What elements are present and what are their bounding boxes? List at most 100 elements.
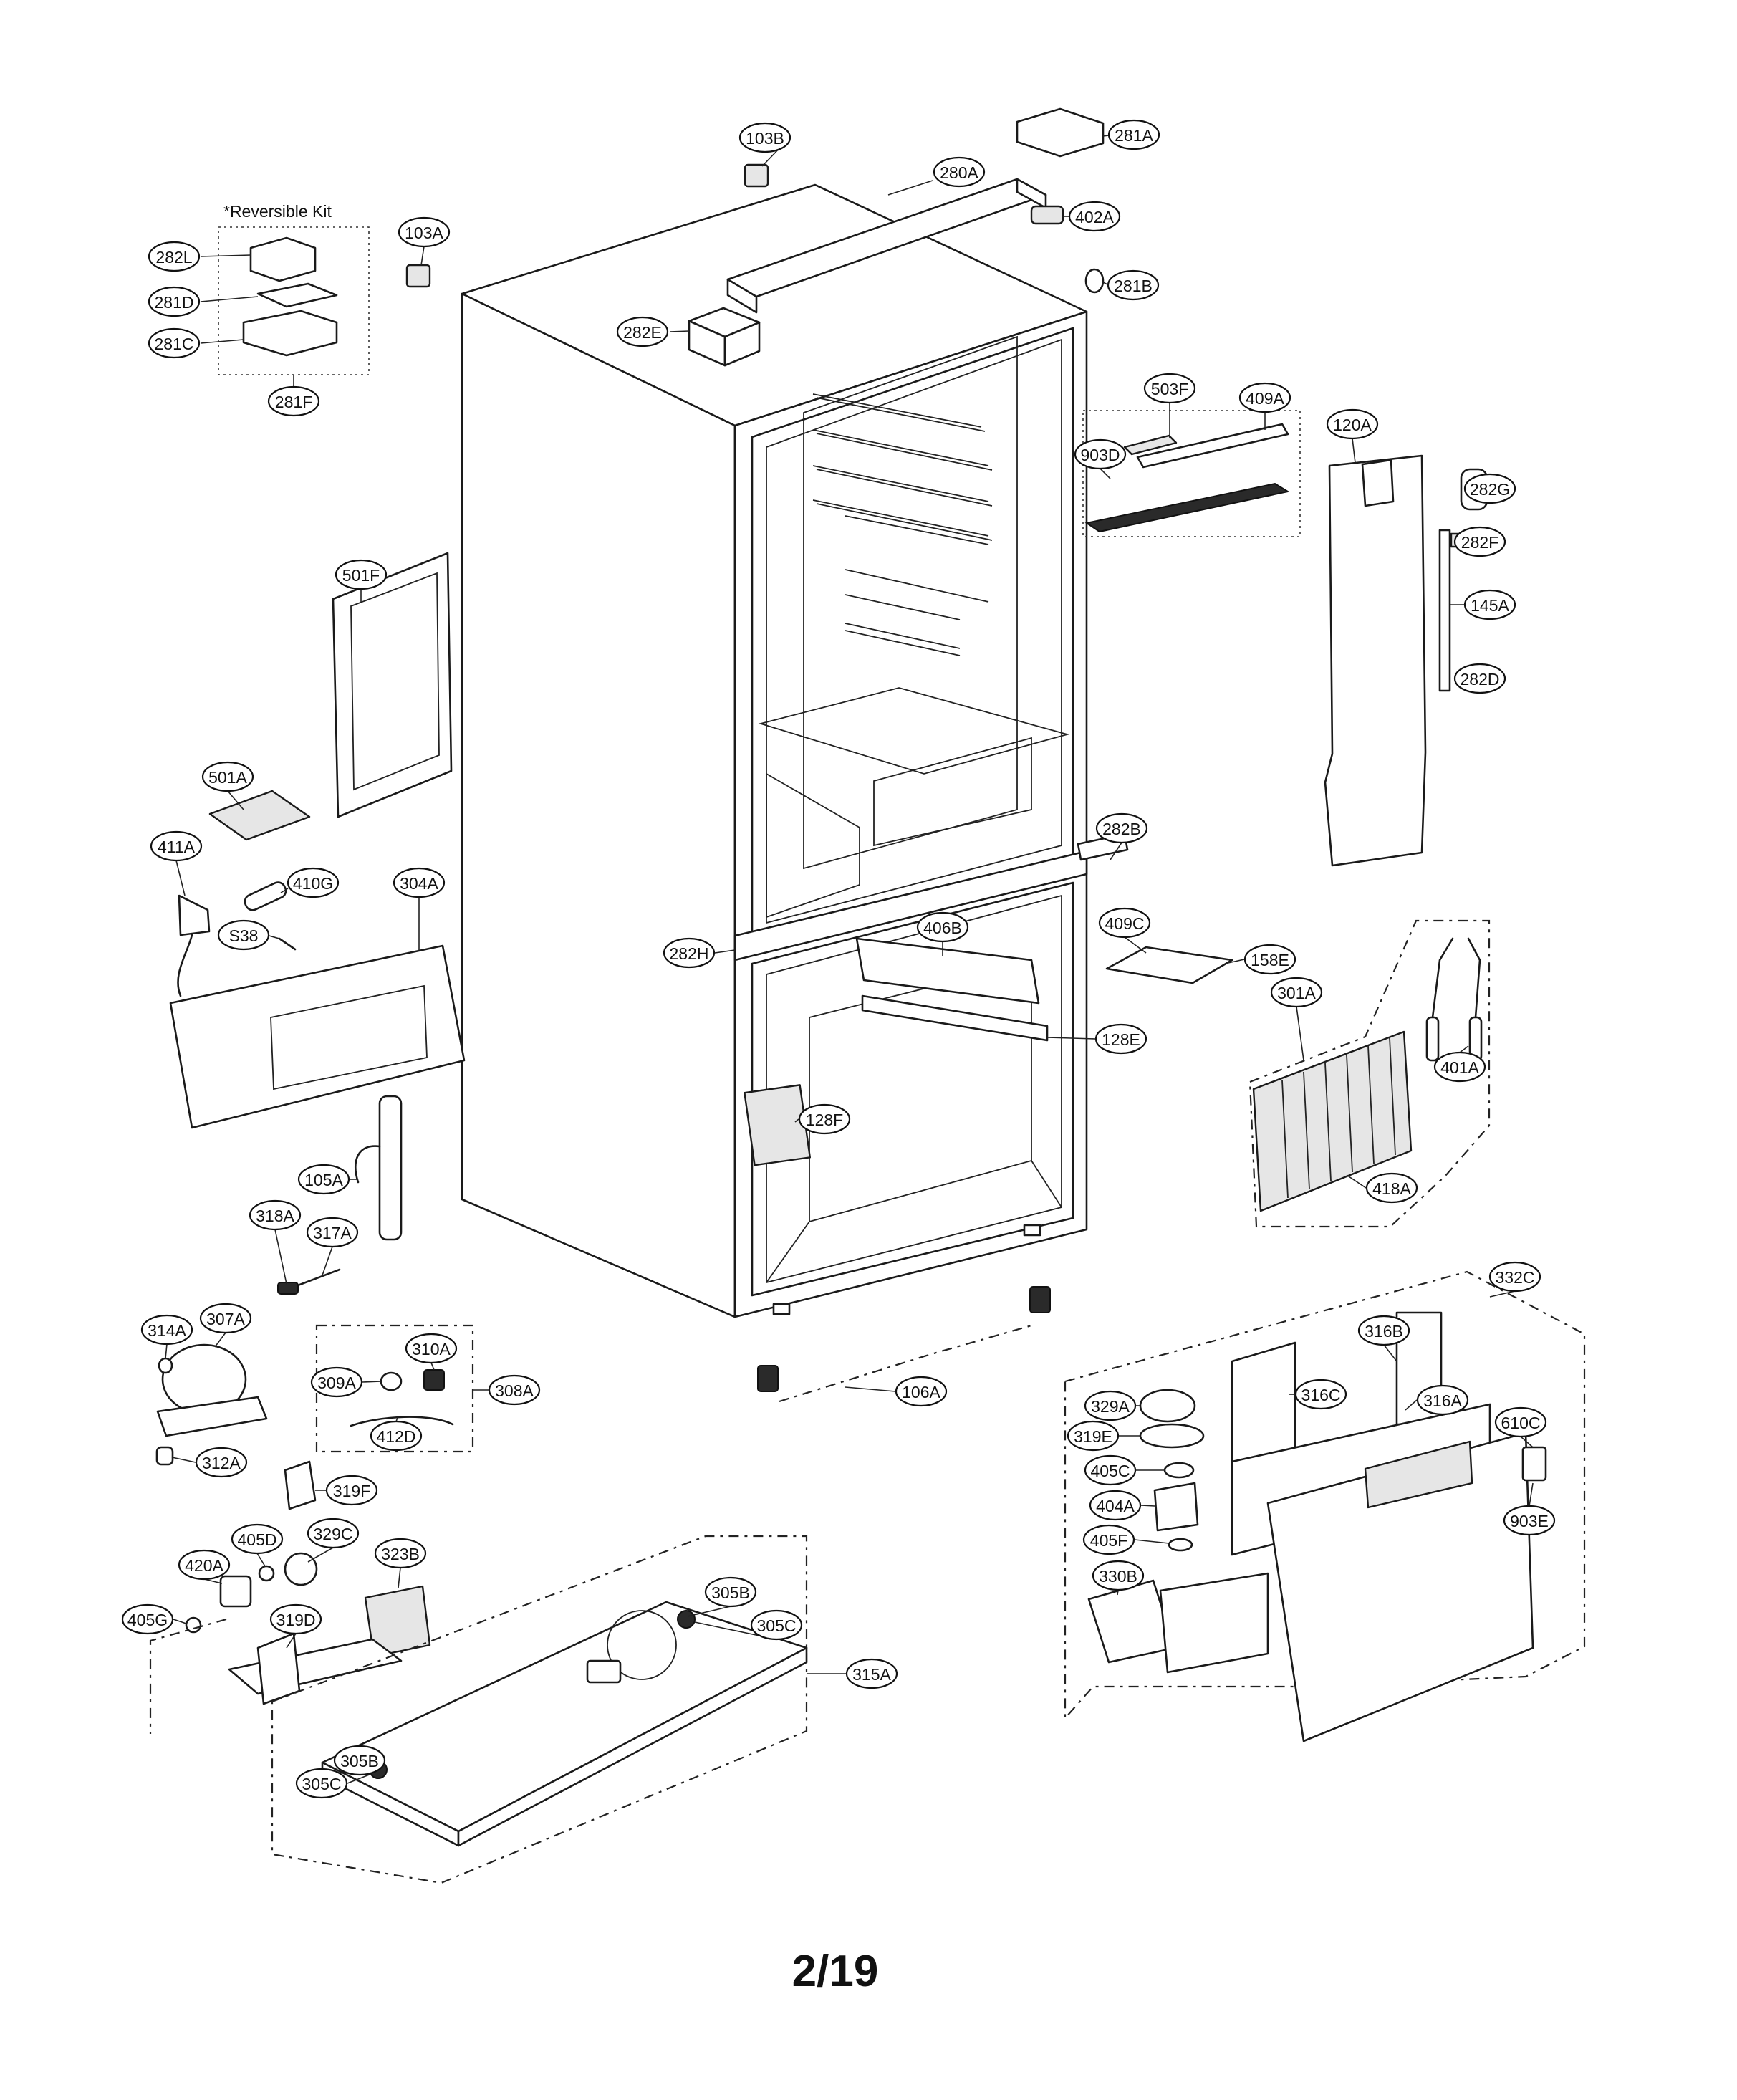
callout-label: 319F — [333, 1482, 370, 1500]
callout-ellipse — [307, 1518, 360, 1549]
leveling-feet — [757, 1286, 1051, 1403]
callout-label: 282E — [623, 323, 662, 342]
callout-label: 405C — [1091, 1462, 1130, 1480]
callout-label: 503F — [1151, 380, 1188, 398]
callout-105a: 105A — [297, 1164, 350, 1195]
callout-label: 405G — [127, 1611, 168, 1629]
callout-610c: 610C — [1494, 1406, 1547, 1438]
callout-ellipse — [370, 1420, 423, 1452]
callout-318a: 318A — [249, 1199, 302, 1231]
callout-label: 332C — [1496, 1268, 1535, 1287]
callout-316b: 316B — [1357, 1315, 1410, 1346]
callout-307a: 307A — [199, 1303, 252, 1334]
callout-label: 314A — [148, 1321, 186, 1340]
callout-label: 404A — [1096, 1497, 1135, 1515]
callout-903e: 903E — [1503, 1505, 1556, 1536]
callout-282e: 282E — [616, 316, 669, 347]
callout-ellipse — [1326, 408, 1379, 440]
callout-ellipse — [1488, 1261, 1541, 1293]
callout-label: 281C — [155, 335, 194, 353]
callout-ellipse — [1243, 944, 1296, 975]
callout-103b: 103B — [738, 122, 791, 153]
callout-label: 281F — [275, 393, 312, 411]
callout-ellipse — [1094, 1023, 1147, 1055]
callout-label: 282D — [1461, 670, 1500, 689]
callout-label: 410G — [293, 874, 333, 893]
callout-ellipse — [916, 911, 969, 943]
callout-ellipse — [1365, 1172, 1418, 1204]
callout-282g: 282G — [1463, 473, 1516, 504]
callout-501a: 501A — [201, 761, 254, 792]
callout-label: 317A — [313, 1224, 352, 1242]
callout-420a: 420A — [178, 1549, 231, 1581]
callout-label: 105A — [304, 1171, 343, 1189]
callout-label: 315A — [852, 1665, 891, 1684]
callout-label: 310A — [412, 1340, 451, 1358]
callout-label: 280A — [940, 163, 978, 182]
callout-ellipse — [1494, 1406, 1547, 1438]
callout-103a: 103A — [398, 216, 451, 248]
callout-ellipse — [249, 1199, 302, 1231]
callout-ellipse — [297, 1164, 350, 1195]
callout-ellipse — [306, 1217, 359, 1248]
callout-281f: 281F — [267, 385, 320, 417]
callout-330b: 330B — [1092, 1560, 1145, 1591]
callout-158e: 158E — [1243, 944, 1296, 975]
callout-282b: 282B — [1095, 812, 1148, 844]
callout-329a: 329A — [1084, 1390, 1137, 1421]
callout-label: 409C — [1105, 914, 1145, 933]
callout-ellipse — [616, 316, 669, 347]
callout-404a: 404A — [1089, 1490, 1142, 1521]
callout-label: 903E — [1510, 1512, 1549, 1530]
callout-ellipse — [738, 122, 791, 153]
callout-ellipse — [1098, 907, 1151, 939]
callout-ellipse — [845, 1658, 898, 1689]
callout-label: 103A — [405, 224, 443, 242]
callout-label: 610C — [1501, 1414, 1541, 1432]
callout-label: 305B — [711, 1583, 750, 1602]
callout-ellipse — [287, 867, 340, 898]
callout-label: 405F — [1090, 1531, 1127, 1550]
page-number: 2/19 — [792, 1947, 879, 1996]
callout-ellipse — [148, 286, 201, 317]
callout-305c: 305C — [750, 1609, 803, 1641]
callout-329c: 329C — [307, 1518, 360, 1549]
callout-ellipse — [1095, 812, 1148, 844]
callout-label: 420A — [185, 1556, 223, 1575]
callout-405d: 405D — [231, 1523, 284, 1555]
callout-281b: 281B — [1107, 269, 1160, 301]
callout-317a: 317A — [306, 1217, 359, 1248]
callout-label: 411A — [158, 838, 196, 856]
callout-ellipse — [335, 559, 388, 590]
callout-label: 305B — [340, 1752, 379, 1770]
callout-label: 329C — [314, 1525, 353, 1543]
callout-305b: 305B — [704, 1576, 757, 1608]
callout-label: 406B — [923, 919, 962, 937]
callout-label: S38 — [229, 926, 259, 945]
callout-315a: 315A — [845, 1658, 898, 1689]
callout-ellipse — [1433, 1051, 1486, 1083]
callout-label: 330B — [1099, 1567, 1137, 1586]
callout-903d: 903D — [1074, 438, 1127, 470]
callout-319f: 319F — [325, 1475, 378, 1506]
callout-ellipse — [1067, 1420, 1120, 1452]
callout-401a: 401A — [1433, 1051, 1486, 1083]
callout-ellipse — [199, 1303, 252, 1334]
callout-ellipse — [325, 1475, 378, 1506]
callout-ellipse — [1453, 526, 1506, 557]
callout-ellipse — [231, 1523, 284, 1555]
callout-ellipse — [295, 1768, 348, 1799]
callout-128e: 128E — [1094, 1023, 1147, 1055]
callout-409a: 409A — [1238, 382, 1291, 413]
callout-312a: 312A — [195, 1447, 248, 1478]
callout-ellipse — [1463, 473, 1516, 504]
callout-309a: 309A — [310, 1366, 363, 1398]
callout-106a: 106A — [895, 1376, 948, 1407]
callout-label: 305C — [302, 1775, 342, 1793]
callout-label: 282L — [155, 248, 192, 267]
callout-412d: 412D — [370, 1420, 423, 1452]
callout-ellipse — [1453, 663, 1506, 694]
callout-label: 405D — [238, 1530, 277, 1549]
